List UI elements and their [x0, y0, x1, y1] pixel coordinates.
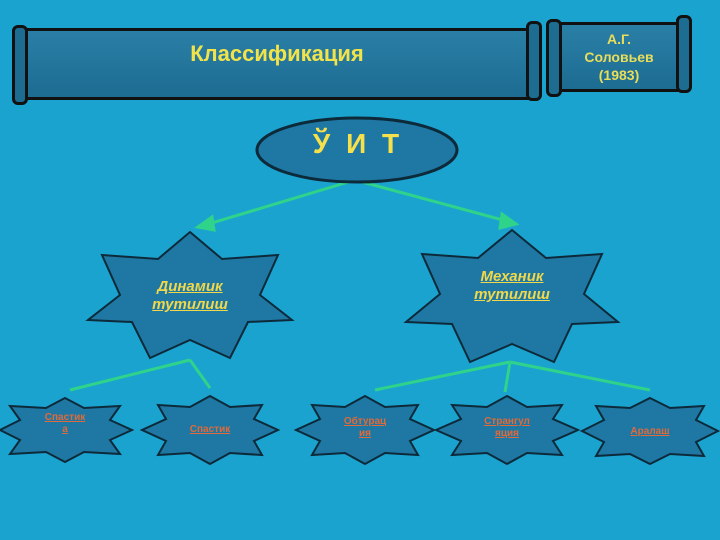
connector-mechanical-left	[374, 360, 511, 392]
connector-dynamic-left	[69, 358, 191, 392]
node-mixed-shape	[579, 396, 720, 466]
node-spastic-a-label: Спастик а	[44, 412, 86, 435]
node-strangulation-shape	[433, 394, 581, 466]
connector-root-mechanical	[354, 178, 511, 224]
connector-dynamic-right	[188, 359, 212, 389]
node-obturation-label: Обтурац ия	[343, 416, 387, 439]
page-title: Классификация	[190, 41, 364, 66]
author-citation: А.Г. Соловьев (1983)	[584, 31, 654, 83]
node-spastic-a-shape	[0, 396, 135, 464]
title-banner: Классификация	[12, 21, 542, 105]
arrowhead-dynamic	[194, 214, 216, 232]
root-node	[255, 116, 459, 184]
node-spastic-shape	[139, 394, 281, 466]
root-label: Ў И Т	[312, 128, 404, 159]
node-strangulation-label: Странгул яция	[484, 416, 530, 439]
author-banner: А.Г. Соловьев (1983)	[546, 15, 692, 97]
connector-mechanical-right	[509, 360, 651, 392]
node-spastic-label: Спастик	[189, 424, 231, 435]
node-dynamic-label: Динамик тутилиш	[152, 278, 228, 313]
node-obturation-shape	[293, 394, 437, 466]
node-mixed-label: Аралаш	[630, 426, 670, 437]
arrowhead-mechanical	[498, 211, 520, 230]
connector-root-dynamic	[204, 178, 356, 227]
node-dynamic-shape	[85, 230, 295, 360]
node-mechanical-shape	[403, 228, 621, 364]
node-mechanical-label: Механик тутилиш	[474, 268, 550, 303]
connector-mechanical-mid	[503, 361, 512, 393]
